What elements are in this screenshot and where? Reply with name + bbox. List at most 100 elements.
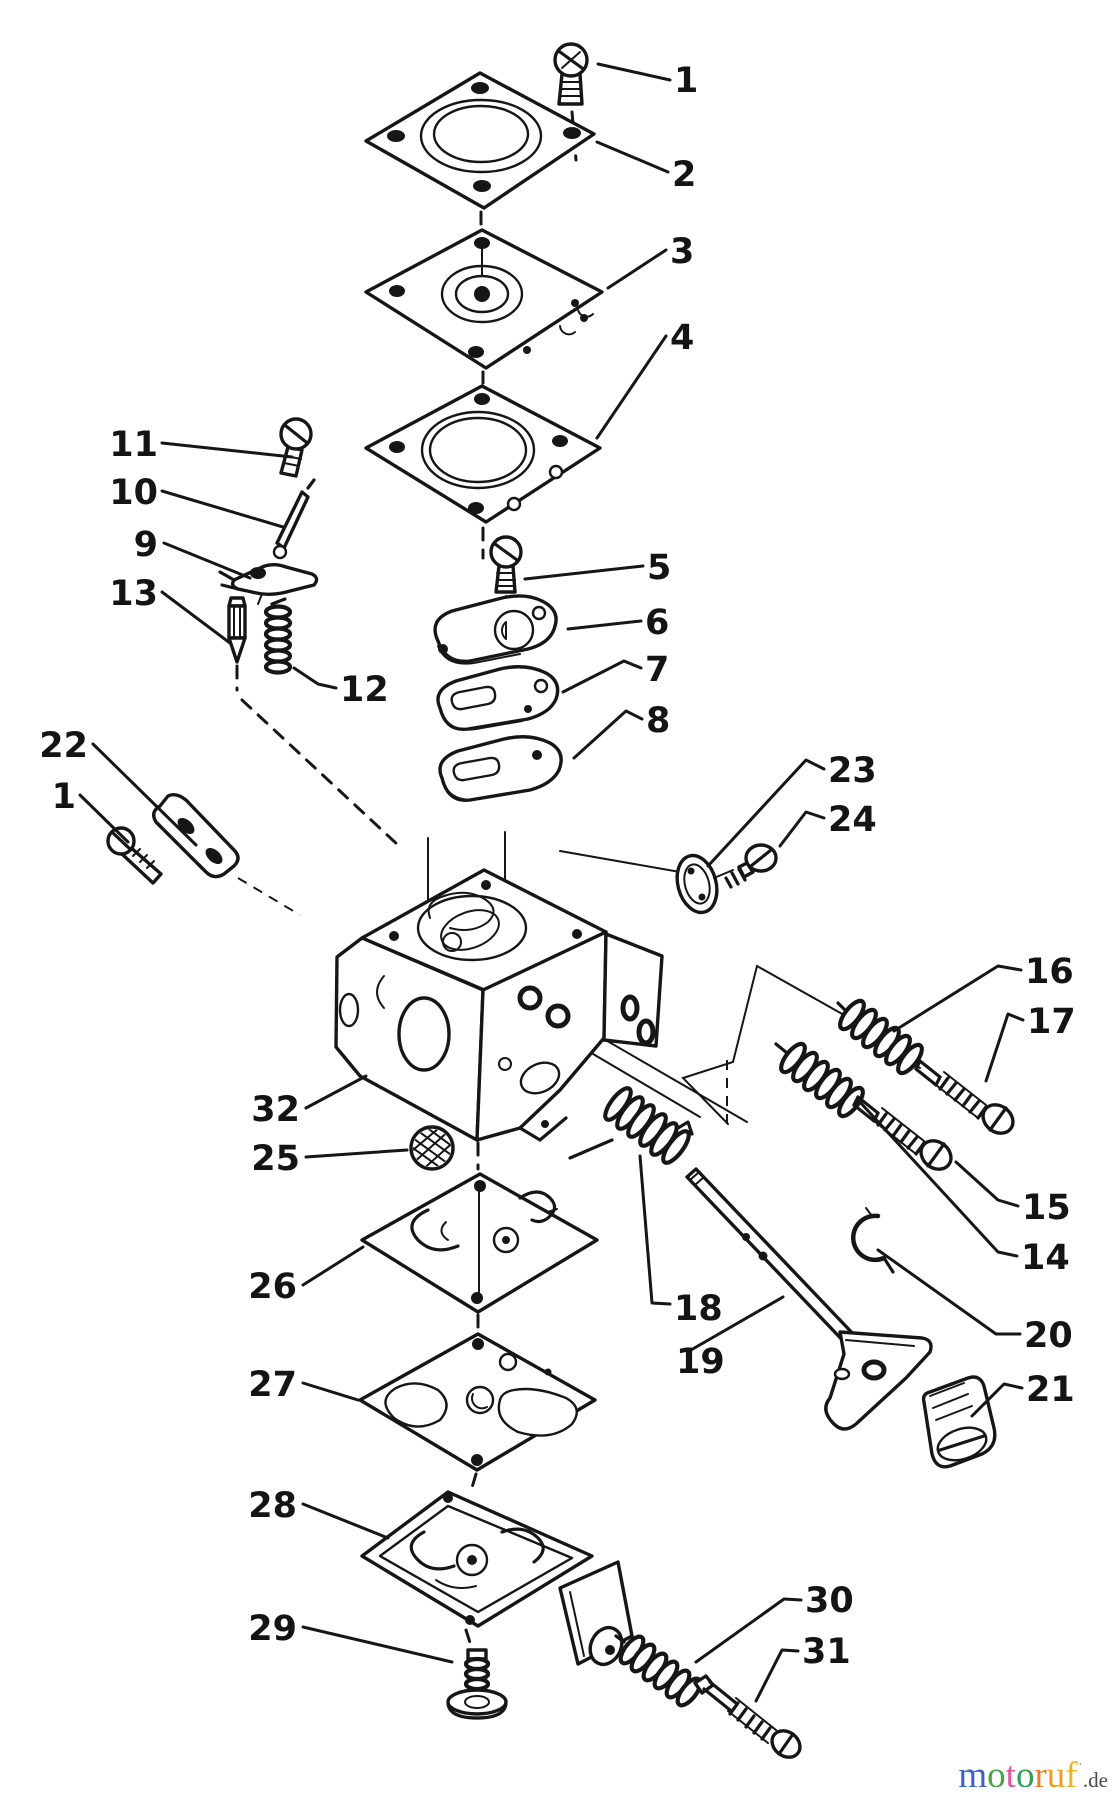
callout-label-9: 9 xyxy=(134,525,158,565)
callout-label-16: 16 xyxy=(1025,952,1074,992)
callout-label-14: 14 xyxy=(1021,1238,1070,1278)
callout-leader-23 xyxy=(706,758,826,868)
motoruf-logo-suffix: .de xyxy=(1082,1768,1108,1792)
callout-label-19: 19 xyxy=(676,1342,725,1382)
callout-leader-25 xyxy=(304,1148,409,1159)
callout-label-17: 17 xyxy=(1027,1002,1076,1042)
callout-leader-3 xyxy=(606,248,668,290)
part-screw-11 xyxy=(279,417,313,478)
callout-leader-9 xyxy=(162,541,252,580)
callout-label-6: 6 xyxy=(645,603,669,643)
part-pin-10 xyxy=(272,478,316,560)
callout-label-30: 30 xyxy=(805,1581,854,1621)
part-spring-16 xyxy=(836,998,924,1076)
motoruf-logo-mark: ˙ xyxy=(1077,1760,1083,1778)
callout-label-1-left: 1 xyxy=(52,777,76,817)
watermark-letter: u xyxy=(1046,1755,1066,1796)
callout-label-23: 23 xyxy=(828,751,877,791)
callout-leader-20 xyxy=(876,1248,1022,1336)
part-plate-8 xyxy=(438,735,563,803)
part-plug-21 xyxy=(921,1375,997,1469)
motoruf-logo: motoruf˙.de xyxy=(958,1757,1108,1794)
part-spring-12 xyxy=(263,597,293,675)
part-screw-5 xyxy=(489,535,523,611)
watermark-letter: m xyxy=(958,1755,988,1796)
callout-label-3: 3 xyxy=(670,232,694,272)
part-needle-screw-15 xyxy=(852,1095,953,1171)
callout-leader-31 xyxy=(754,1648,800,1703)
callout-leader-19 xyxy=(689,1295,785,1352)
part-gasket-4 xyxy=(364,384,602,524)
watermark-letter: o xyxy=(1015,1755,1035,1796)
callout-leader-1-left xyxy=(78,793,130,844)
callout-leader-15 xyxy=(954,1160,1020,1208)
callout-label-32: 32 xyxy=(251,1090,300,1130)
callout-leader-5 xyxy=(523,564,645,581)
part-spring-30 xyxy=(614,1634,703,1708)
callout-leader-4 xyxy=(595,334,668,440)
callout-leader-1-top xyxy=(596,62,672,82)
callout-label-8: 8 xyxy=(646,701,670,741)
callout-leader-27 xyxy=(301,1381,360,1402)
part-metering-diaphragm-26 xyxy=(360,1172,599,1314)
callout-label-31: 31 xyxy=(802,1632,851,1672)
callout-leader-14 xyxy=(856,1098,1019,1258)
callout-label-11: 11 xyxy=(109,425,158,465)
callout-leader-29 xyxy=(301,1625,454,1664)
callout-leader-13 xyxy=(160,590,232,645)
callout-leader-8 xyxy=(572,709,644,760)
callout-leader-11 xyxy=(160,441,294,459)
part-pump-diaphragm-3 xyxy=(364,228,604,370)
part-spring-18 xyxy=(568,1086,694,1165)
part-bracket-22 xyxy=(152,792,240,879)
callout-leader-17 xyxy=(984,1012,1025,1083)
part-pump-cover-2 xyxy=(364,71,596,210)
callout-leader-2 xyxy=(595,140,670,174)
callout-label-18: 18 xyxy=(674,1289,723,1329)
callout-label-28: 28 xyxy=(248,1486,297,1526)
part-inlet-needle-13 xyxy=(227,596,247,664)
part-carburetor-body-32 xyxy=(334,868,664,1142)
callout-label-20: 20 xyxy=(1024,1316,1073,1356)
callout-label-13: 13 xyxy=(109,574,158,614)
part-choke-disc-23 xyxy=(675,853,734,915)
part-e-clip-20 xyxy=(851,1207,895,1274)
part-plate-6 xyxy=(433,594,558,665)
callout-leader-6 xyxy=(566,619,643,631)
part-screw-29 xyxy=(446,1648,508,1720)
callout-label-29: 29 xyxy=(248,1609,297,1649)
callout-leader-24 xyxy=(778,810,826,848)
callouts-layer: 1234567811109131222123241617151420213225… xyxy=(39,61,1076,1703)
assembly-axis-dashes xyxy=(235,110,728,1651)
callout-leader-30 xyxy=(694,1597,803,1664)
callout-leader-21 xyxy=(970,1382,1024,1418)
part-screw-1-left xyxy=(106,826,163,885)
part-throttle-shaft-19 xyxy=(685,1167,933,1431)
callout-label-26: 26 xyxy=(248,1267,297,1307)
watermark-letter: f xyxy=(1065,1755,1078,1796)
callout-label-27: 27 xyxy=(248,1365,297,1405)
watermark-letter: t xyxy=(1005,1755,1016,1796)
watermark-letter: r xyxy=(1034,1755,1047,1796)
callout-label-7: 7 xyxy=(645,650,669,690)
callout-leader-10 xyxy=(160,489,285,529)
motoruf-logo-letters: motoruf xyxy=(958,1755,1077,1796)
part-metering-gasket-27 xyxy=(358,1332,597,1472)
callout-label-10: 10 xyxy=(109,473,158,513)
part-cover-plate-28 xyxy=(360,1490,634,1667)
callout-leader-26 xyxy=(301,1245,365,1287)
callout-leader-7 xyxy=(561,659,643,694)
part-screw-24 xyxy=(724,843,778,889)
callout-leader-18 xyxy=(638,1154,672,1306)
part-screw-1-top xyxy=(553,42,589,106)
part-spring-14 xyxy=(774,1041,865,1119)
callout-label-2: 2 xyxy=(672,155,696,195)
callout-label-12: 12 xyxy=(340,670,389,710)
callout-leader-28 xyxy=(301,1502,390,1540)
part-plate-7 xyxy=(436,665,560,732)
callout-label-25: 25 xyxy=(251,1139,300,1179)
callout-leader-16 xyxy=(892,964,1023,1033)
callout-label-24: 24 xyxy=(828,800,877,840)
